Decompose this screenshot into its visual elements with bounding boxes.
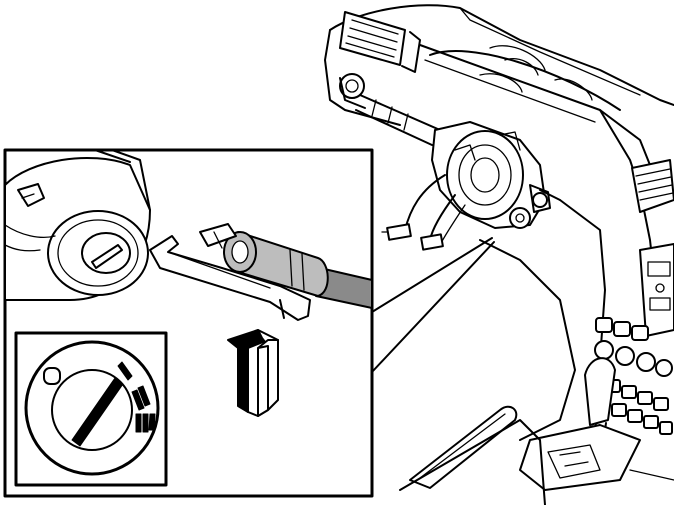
removal-tool bbox=[149, 223, 373, 321]
right-air-vent bbox=[631, 159, 674, 213]
key-position-I bbox=[117, 361, 133, 381]
ignition-lock-cylinder bbox=[4, 149, 151, 301]
dashboard-illustration bbox=[324, 4, 674, 505]
light-switch bbox=[339, 73, 366, 109]
key-position-II bbox=[131, 385, 151, 411]
gear-lever bbox=[519, 357, 641, 491]
steering-column-shaft bbox=[355, 94, 441, 146]
callout-leader-lines bbox=[371, 237, 495, 373]
climate-controls bbox=[594, 317, 673, 435]
arrow-up-icon bbox=[227, 329, 279, 417]
clock-spring-assembly bbox=[381, 121, 551, 251]
center-console bbox=[399, 109, 674, 505]
handbrake-lever bbox=[399, 405, 546, 505]
left-air-vent bbox=[339, 11, 421, 73]
instrument-cluster-hood bbox=[429, 45, 621, 111]
radio-unit bbox=[639, 243, 674, 337]
key-position-inset bbox=[14, 331, 168, 487]
detail-callout-box bbox=[3, 148, 374, 498]
key-position-III bbox=[135, 413, 156, 433]
key-position-0 bbox=[43, 367, 61, 385]
ignition-key-icon bbox=[24, 340, 160, 476]
